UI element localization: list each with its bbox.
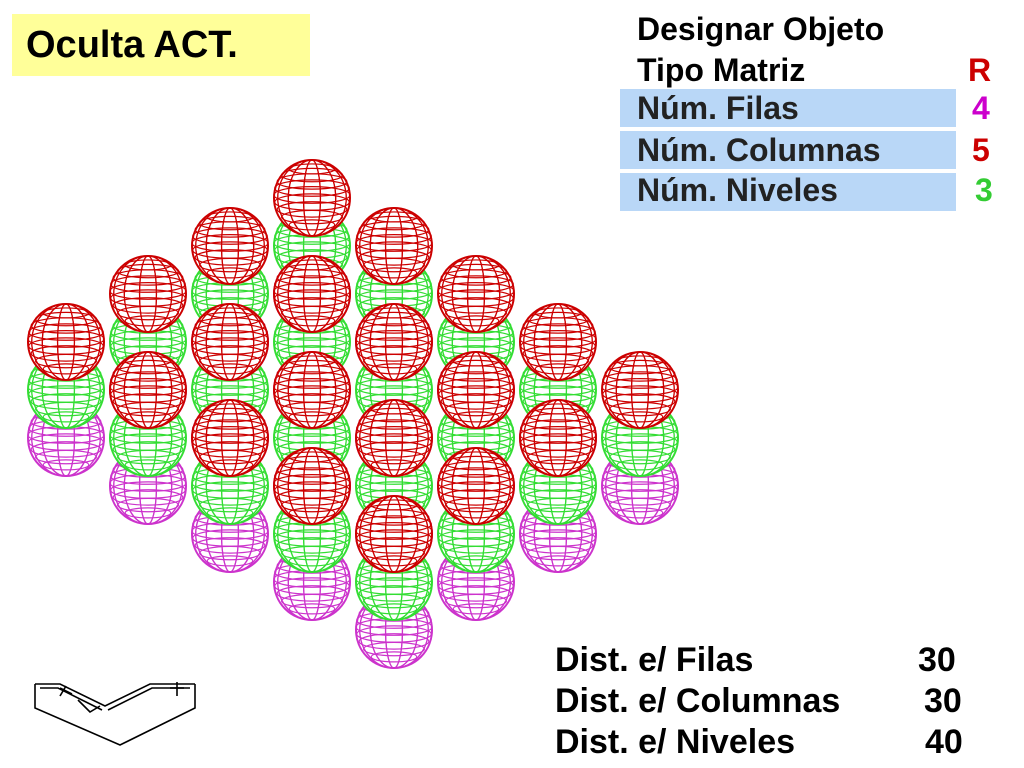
columnas-highlight xyxy=(620,131,956,169)
ucs-isometric-icon xyxy=(34,682,196,746)
wire-sphere xyxy=(437,447,515,525)
wire-sphere xyxy=(27,303,105,381)
wire-sphere xyxy=(355,495,433,573)
dist-filas-label: Dist. e/ Filas xyxy=(555,641,754,679)
wire-sphere xyxy=(519,303,597,381)
wire-sphere xyxy=(273,447,351,525)
niveles-highlight xyxy=(620,173,956,211)
tipo-matriz-value: R xyxy=(968,52,992,88)
page-title: Oculta ACT. xyxy=(26,23,238,66)
wire-sphere xyxy=(273,351,351,429)
filas-highlight xyxy=(620,89,956,127)
wire-sphere xyxy=(355,399,433,477)
num-niveles-label: Núm. Niveles xyxy=(637,172,838,208)
dist-columnas-label: Dist. e/ Columnas xyxy=(555,682,841,720)
wire-sphere xyxy=(355,207,433,285)
wire-sphere xyxy=(191,399,269,477)
wire-sphere xyxy=(109,255,187,333)
designar-objeto-label: Designar Objeto xyxy=(637,11,885,47)
num-niveles-value: 3 xyxy=(975,172,993,208)
wire-sphere xyxy=(273,255,351,333)
num-filas-value: 4 xyxy=(972,90,990,126)
wire-sphere xyxy=(437,351,515,429)
title-banner: Oculta ACT. xyxy=(12,14,310,76)
wire-sphere xyxy=(519,399,597,477)
wire-sphere xyxy=(191,303,269,381)
dist-niveles-label: Dist. e/ Niveles xyxy=(555,723,796,761)
num-columnas-label: Núm. Columnas xyxy=(637,132,881,168)
num-filas-label: Núm. Filas xyxy=(637,90,799,126)
sphere-array xyxy=(27,159,679,669)
wire-sphere xyxy=(109,351,187,429)
wire-sphere xyxy=(355,303,433,381)
dist-filas-value: 30 xyxy=(918,641,956,679)
num-columnas-value: 5 xyxy=(972,132,990,168)
wire-sphere xyxy=(437,255,515,333)
wire-sphere xyxy=(601,351,679,429)
wire-sphere xyxy=(191,207,269,285)
dist-niveles-value: 40 xyxy=(925,723,963,761)
wire-sphere xyxy=(273,159,351,237)
dist-columnas-value: 30 xyxy=(924,682,962,720)
tipo-matriz-label: Tipo Matriz xyxy=(637,52,806,88)
